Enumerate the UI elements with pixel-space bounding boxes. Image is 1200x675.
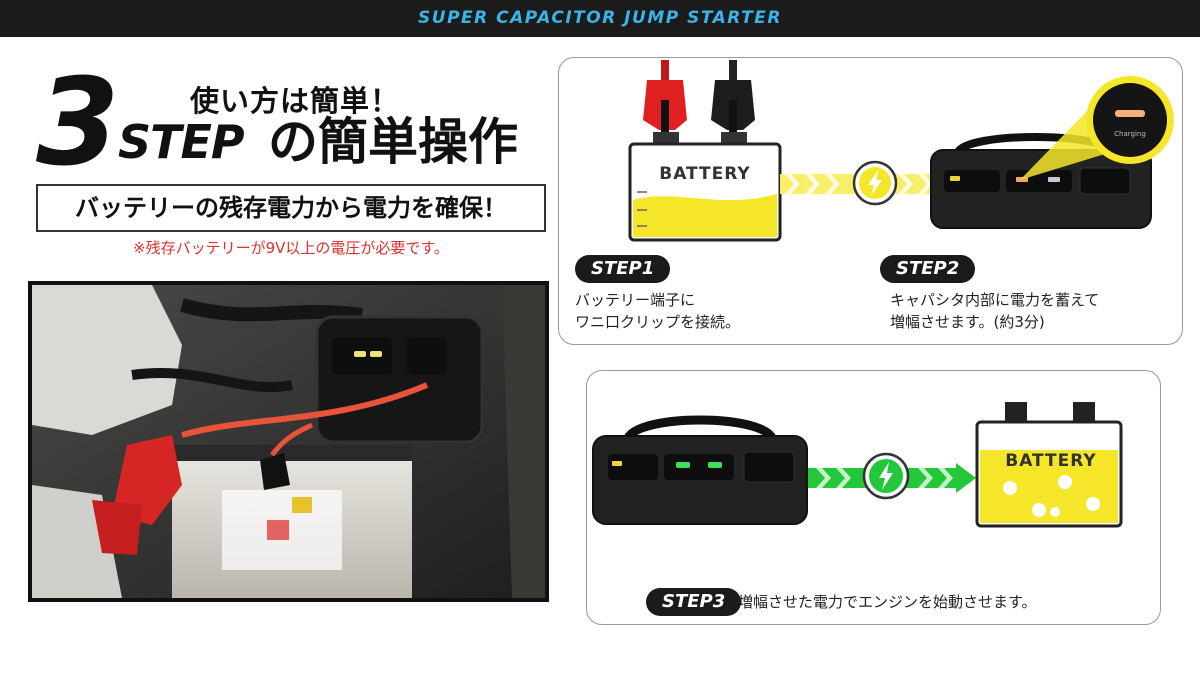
step3-badge: STEP3 (646, 588, 742, 616)
headline-lead: 使い方は簡単！ (190, 84, 401, 118)
battery-label-bottom: BATTERY (1005, 451, 1096, 471)
step1-badge: STEP1 (575, 255, 671, 283)
header-bar: SUPER CAPACITOR JUMP STARTER (0, 0, 1200, 37)
bolt-circle-green (862, 452, 910, 500)
bolt-circle-yellow (852, 160, 898, 206)
battery-with-clips-illustration: BATTERY (625, 60, 790, 245)
headline-suffix: の簡単操作 (268, 113, 518, 171)
step1-line1: バッテリー端子に (575, 291, 696, 309)
step1-line2: ワニ口クリップを接続。 (575, 313, 741, 331)
charging-label: Charging (1114, 130, 1146, 138)
voltage-note: ※残存バッテリーが9V以上の電圧が必要です。 (133, 239, 449, 257)
step2-description: キャパシタ内部に電力を蓄えて 増幅させます。(約3分) (890, 289, 1099, 333)
battery-label-top: BATTERY (659, 164, 750, 184)
headline-number: 3 (36, 54, 119, 193)
subtitle-text: バッテリーの残存電力から電力を確保！ (75, 194, 507, 222)
subtitle-box: バッテリーの残存電力から電力を確保！ (36, 184, 546, 232)
step3-description: 増幅させた電力でエンジンを始動させます。 (738, 593, 1037, 611)
lightning-bolt-icon (879, 462, 893, 490)
headline-step-word: STEP (118, 115, 245, 169)
step2-line1: キャパシタ内部に電力を蓄えて (890, 291, 1100, 309)
header-title: SUPER CAPACITOR JUMP STARTER (418, 8, 782, 28)
step2-badge: STEP2 (880, 255, 976, 283)
charging-zoom-callout: Charging (1000, 70, 1175, 190)
engine-bay-photo (28, 281, 549, 602)
jump-starter-device-step2 (928, 128, 1158, 230)
jump-starter-device-step3 (590, 408, 812, 528)
step2-line2: 増幅させます。(約3分) (890, 313, 1045, 331)
lightning-bolt-icon (868, 170, 882, 196)
battery-full-illustration: BATTERY (975, 400, 1125, 530)
step1-description: バッテリー端子に ワニ口クリップを接続。 (575, 289, 740, 333)
